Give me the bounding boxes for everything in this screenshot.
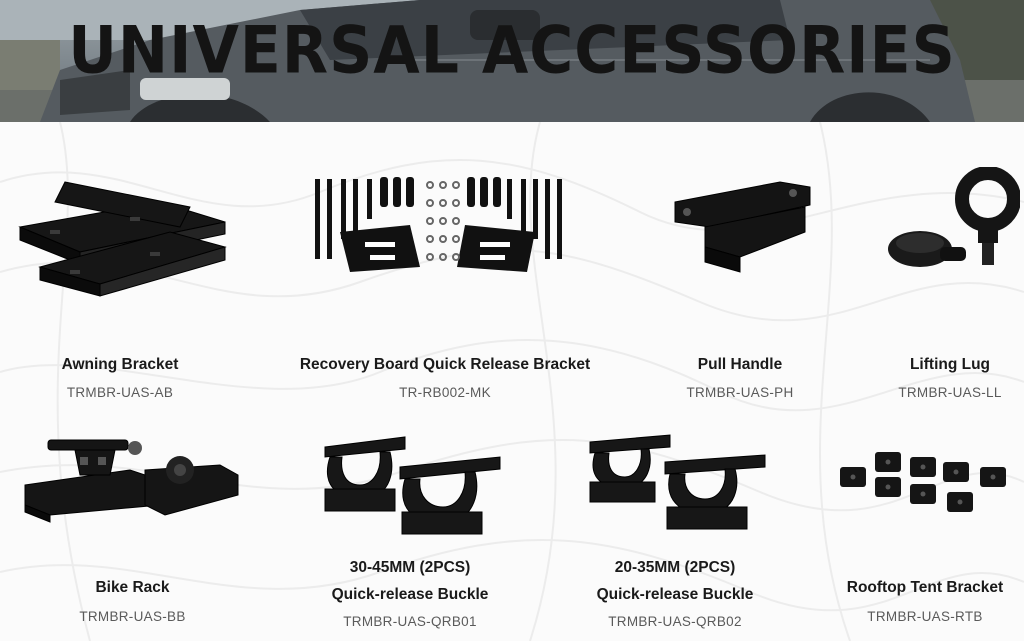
product-sku: TRMBR-UAS-PH [686, 385, 794, 400]
recovery-board-bracket-icon [315, 177, 562, 272]
page-title: UNIVERSAL ACCESSORIES [68, 13, 956, 89]
product-lifting-lug[interactable]: Lifting Lug TRMBR-UAS-LL [880, 162, 1020, 400]
product-quick-release-buckle-30-45[interactable]: 30-45MM (2PCS) Quick-release Buckle TRMB… [300, 422, 520, 632]
product-awning-bracket[interactable]: Awning Bracket TRMBR-UAS-AB [10, 162, 230, 400]
product-sku: TRMBR-UAS-AB [66, 385, 174, 400]
product-rooftop-tent-bracket[interactable]: Rooftop Tent Bracket TRMBR-UAS-RTB [825, 422, 1024, 632]
tent-bracket-icon [840, 452, 1006, 512]
product-sku: TRMBR-UAS-QRB02 [608, 614, 742, 629]
product-recovery-board-bracket[interactable]: Recovery Board Quick Release Bracket TR-… [275, 162, 615, 400]
buckle-icon [589, 434, 766, 530]
product-pull-handle[interactable]: Pull Handle TRMBR-UAS-PH [660, 162, 820, 400]
product-sku: TR-RB002-MK [399, 385, 491, 400]
truck-background-image [0, 0, 1024, 122]
product-name-line2: Quick-release Buckle [331, 586, 489, 603]
awning-bracket-icon [18, 181, 227, 297]
lifting-lug-icon [888, 167, 1020, 267]
product-sku: TRMBR-UAS-RTB [867, 609, 983, 624]
product-name: Rooftop Tent Bracket [846, 579, 1004, 596]
product-bike-rack[interactable]: Bike Rack TRMBR-UAS-BB [20, 422, 245, 632]
product-sku: TRMBR-UAS-BB [79, 609, 186, 624]
product-name: Bike Rack [95, 579, 170, 596]
product-name: Lifting Lug [909, 356, 991, 373]
product-name: 30-45MM (2PCS) [349, 559, 471, 576]
product-quick-release-buckle-20-35[interactable]: 20-35MM (2PCS) Quick-release Buckle TRMB… [565, 422, 785, 632]
product-sku: TRMBR-UAS-LL [898, 385, 1002, 400]
pull-handle-icon [674, 181, 811, 273]
header-banner: UNIVERSAL ACCESSORIES [0, 0, 1024, 122]
product-name: Recovery Board Quick Release Bracket [299, 356, 591, 373]
buckle-icon [324, 436, 501, 535]
product-name-line2: Quick-release Buckle [596, 586, 754, 603]
product-name: Awning Bracket [61, 356, 179, 373]
bike-rack-icon [24, 439, 239, 523]
product-name: Pull Handle [697, 356, 783, 373]
product-name: 20-35MM (2PCS) [614, 559, 736, 576]
product-sku: TRMBR-UAS-QRB01 [343, 614, 477, 629]
product-grid: Awning Bracket TRMBR-UAS-AB [0, 122, 1024, 641]
